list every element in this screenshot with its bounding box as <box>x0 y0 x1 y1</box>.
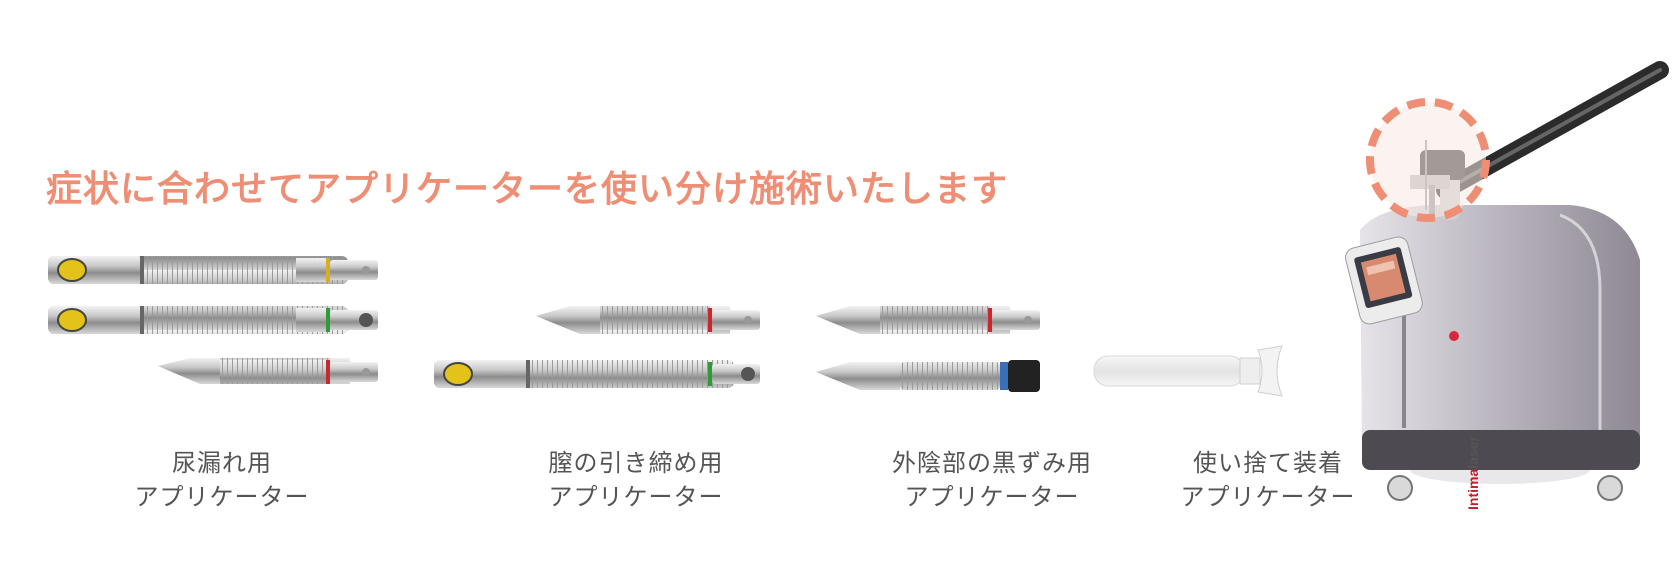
probe-icon <box>48 256 378 284</box>
applicator-group-4-probe <box>1093 345 1283 397</box>
caption-line-2: アプリケーター <box>548 483 724 511</box>
probe-icon <box>816 360 1040 392</box>
probe-icon <box>816 306 1040 334</box>
brand-label: Intimalaser <box>1465 436 1481 510</box>
caption-line-2: アプリケーター <box>134 483 310 511</box>
applicator-caption-2: 膣の引き締め用 アプリケーター <box>486 446 786 514</box>
probe-icon <box>434 360 760 388</box>
probe-icon <box>48 306 378 334</box>
page-headline: 症状に合わせてアプリケーターを使い分け施術いたします <box>46 169 1009 210</box>
applicator-caption-3: 外陰部の黒ずみ用 アプリケーター <box>842 446 1142 514</box>
brand-primary: Intima <box>1465 469 1481 510</box>
probe-icon <box>536 306 760 334</box>
applicator-caption-1: 尿漏れ用 アプリケーター <box>72 446 372 514</box>
probe-icon <box>1093 345 1283 397</box>
caption-line-1: 外陰部の黒ずみ用 <box>892 449 1092 477</box>
caption-line-2: アプリケーター <box>1180 483 1356 511</box>
applicator-group-3-probes <box>816 306 1040 392</box>
caption-line-2: アプリケーター <box>904 483 1080 511</box>
caption-line-1: 膣の引き締め用 <box>548 449 724 477</box>
highlight-circle-icon <box>1366 98 1490 222</box>
probe-icon <box>158 358 378 384</box>
applicator-group-1-probes <box>48 256 378 384</box>
applicator-group-2-probes <box>434 306 760 388</box>
applicator-caption-4: 使い捨て装着 アプリケーター <box>1118 446 1418 514</box>
brand-secondary: laser <box>1465 436 1481 469</box>
caption-line-1: 使い捨て装着 <box>1193 449 1343 477</box>
caption-line-1: 尿漏れ用 <box>172 449 272 477</box>
